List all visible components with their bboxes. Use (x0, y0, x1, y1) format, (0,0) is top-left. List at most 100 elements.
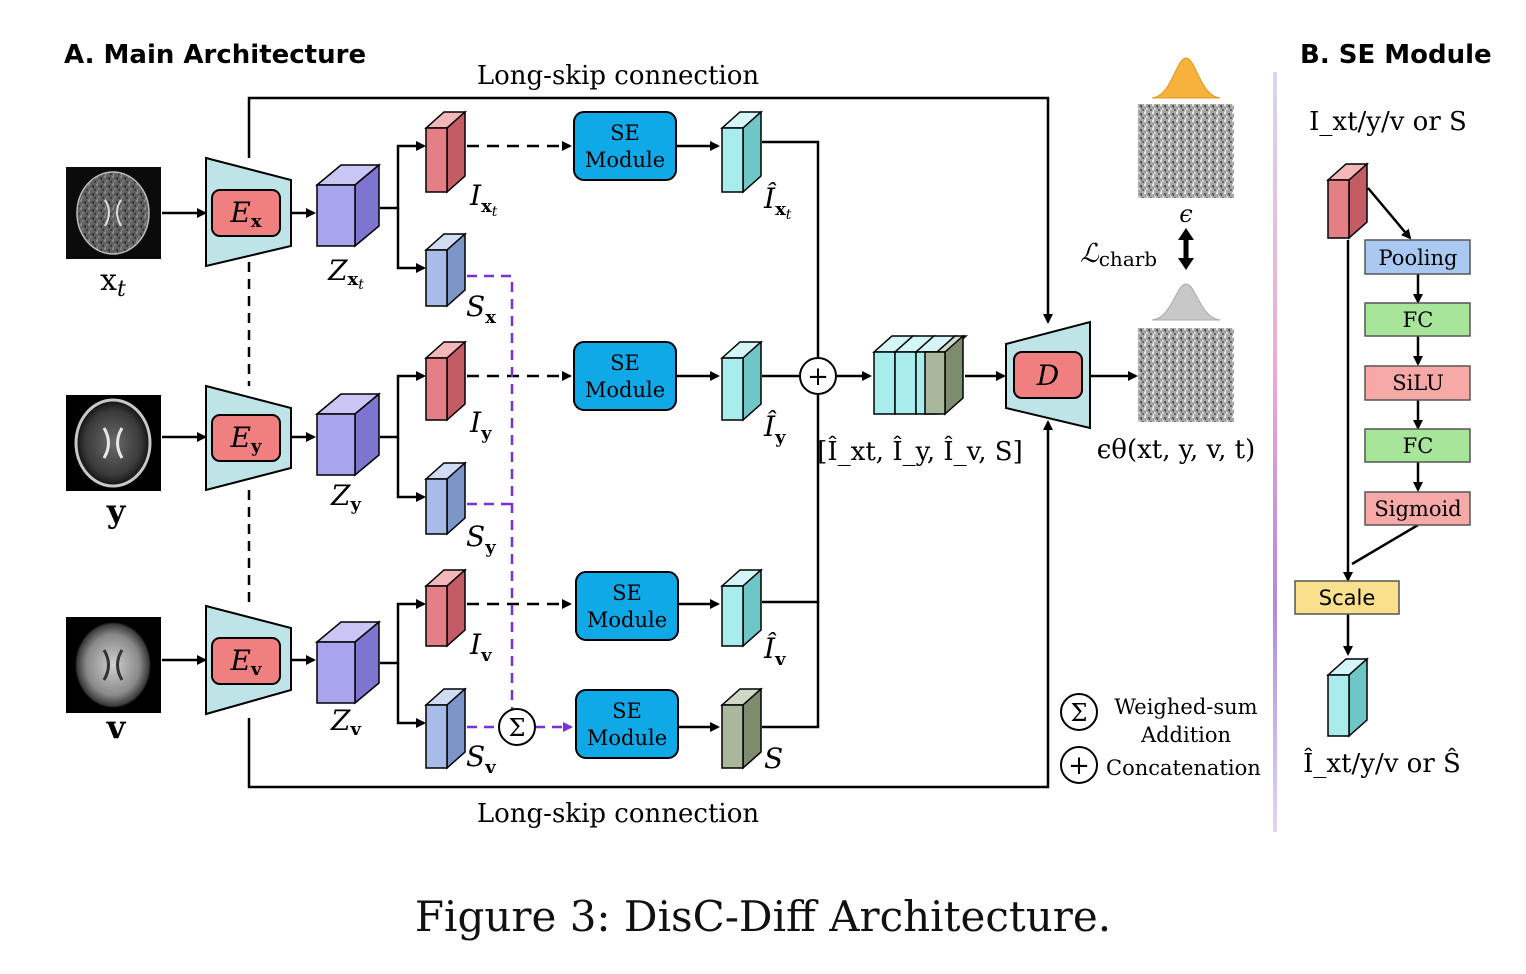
input-label-v: v (106, 708, 127, 746)
long-skip-bottom-label: Long-skip connection (477, 799, 759, 829)
se-detail-output-label: Î_xt/y/v or Ŝ (1303, 747, 1461, 779)
svg-text:SE: SE (610, 121, 640, 145)
legend: Σ Weighed-sum Addition + Concatenation (1060, 693, 1261, 784)
feature-label-ix: Ixt (469, 179, 498, 220)
svg-text:+: + (807, 362, 829, 392)
se-detail-output-cube (1326, 657, 1369, 738)
se-module-s: SE Module (575, 689, 679, 759)
se-block-silu: SiLU (1364, 365, 1471, 401)
feature-cube-sy (424, 461, 467, 536)
latent-label-zy: Zy (330, 479, 361, 515)
se-block-sigmoid: Sigmoid (1364, 491, 1471, 526)
se-detail-lines (1343, 187, 1423, 656)
panel-divider (1273, 72, 1277, 832)
concatenation-node: + (799, 357, 837, 395)
svg-text:FC: FC (1403, 308, 1434, 332)
main-architecture-heading: A. Main Architecture (64, 40, 366, 70)
svg-text:Sigmoid: Sigmoid (1374, 497, 1461, 521)
split-lines (380, 141, 426, 728)
encoder-v: Ev (205, 604, 292, 716)
output-label-ivhat: Îv (763, 632, 786, 670)
input-label-y: y (106, 492, 127, 530)
output-cube-ixhat (720, 110, 763, 194)
svg-text:Scale: Scale (1319, 586, 1376, 610)
svg-text:FC: FC (1403, 434, 1434, 458)
legend-sum-line1: Weighed-sum (1114, 695, 1257, 719)
svg-text:Ey: Ey (230, 421, 262, 457)
se-detail-input-label: I_xt/y/v or S (1309, 107, 1467, 137)
legend-sum-line2: Addition (1140, 723, 1231, 747)
svg-text:Pooling: Pooling (1379, 246, 1458, 270)
loss-label: ℒcharb (1080, 239, 1157, 271)
se-module-heading: B. SE Module (1300, 40, 1492, 70)
predicted-noise-label: ϵθ(xt, y, v, t) (1097, 435, 1256, 465)
se-module-v: SE Module (575, 571, 679, 641)
sigma-sum-node: Σ (498, 708, 536, 746)
svg-text:Module: Module (587, 726, 667, 750)
encoder-y: Ey (205, 384, 292, 492)
se-module-x: SE Module (573, 111, 677, 181)
shared-feature-paths (467, 274, 514, 729)
decoder: D (1005, 320, 1091, 430)
latent-label-zx: Zxt (327, 254, 364, 293)
feature-cube-sv (424, 687, 467, 770)
legend-concat-label: Concatenation (1106, 756, 1261, 780)
se-block-fc-2: FC (1364, 428, 1471, 463)
input-label-xt: xt (100, 263, 126, 302)
concatenated-feature-stack (872, 334, 968, 416)
legend-sum-icon (1060, 693, 1098, 731)
output-label-s: S (764, 742, 783, 775)
svg-text:Module: Module (585, 378, 665, 402)
concat-label: [Î_xt, Î_y, Î_v, S] (817, 435, 1022, 467)
svg-text:SE: SE (612, 699, 642, 723)
output-cube-ivhat (720, 568, 763, 648)
svg-text:Σ: Σ (1071, 699, 1088, 727)
feature-label-sx: Sx (466, 290, 496, 328)
svg-text:D: D (1036, 359, 1059, 392)
latent-cube-zx (314, 163, 382, 248)
output-label-iyhat: Îy (763, 410, 786, 448)
output-cube-iyhat (720, 340, 763, 422)
feature-cube-iv (424, 568, 467, 648)
latent-cube-zv (314, 620, 382, 705)
input-image-xt (66, 167, 161, 259)
input-image-v (66, 617, 161, 713)
latent-label-zv: Zv (330, 704, 361, 740)
se-module-y: SE Module (573, 341, 677, 411)
long-skip-top-line (247, 96, 1053, 324)
output-cube-s (720, 687, 763, 770)
svg-text:Ex: Ex (229, 196, 261, 232)
feature-cube-sx (424, 232, 467, 308)
feature-label-iy: Iy (469, 406, 492, 444)
noise-image-target (1138, 104, 1234, 198)
long-skip-top-label: Long-skip connection (477, 61, 759, 91)
svg-text:+: + (1068, 751, 1090, 781)
noise-distribution-target (1151, 57, 1221, 99)
loss-arrow (1178, 228, 1194, 270)
feature-cube-iy (424, 340, 467, 422)
se-detail-input-cube (1326, 162, 1369, 240)
latent-cube-zy (314, 392, 382, 477)
se-block-fc-1: FC (1364, 302, 1471, 337)
merge-lines (762, 140, 820, 729)
feature-label-sy: Sy (466, 520, 496, 558)
noise-image-predicted (1138, 328, 1234, 422)
svg-text:Σ: Σ (509, 714, 526, 742)
noise-distribution-predicted (1151, 283, 1221, 321)
feature-label-sv: Sv (466, 740, 496, 778)
svg-text:SE: SE (610, 351, 640, 375)
input-image-y (66, 395, 161, 491)
feature-label-iv: Iv (469, 628, 492, 666)
figure-caption: Figure 3: DisC-Diff Architecture. (414, 892, 1112, 941)
svg-text:Module: Module (585, 148, 665, 172)
svg-text:Module: Module (587, 608, 667, 632)
long-skip-bottom-line (247, 420, 1053, 789)
feature-cube-ix (424, 110, 467, 194)
svg-text:SiLU: SiLU (1392, 371, 1444, 395)
epsilon-label: ϵ (1179, 200, 1192, 228)
se-block-scale: Scale (1294, 580, 1400, 615)
legend-plus-icon (1060, 746, 1098, 784)
encoder-x: Ex (205, 156, 292, 268)
svg-text:SE: SE (612, 581, 642, 605)
